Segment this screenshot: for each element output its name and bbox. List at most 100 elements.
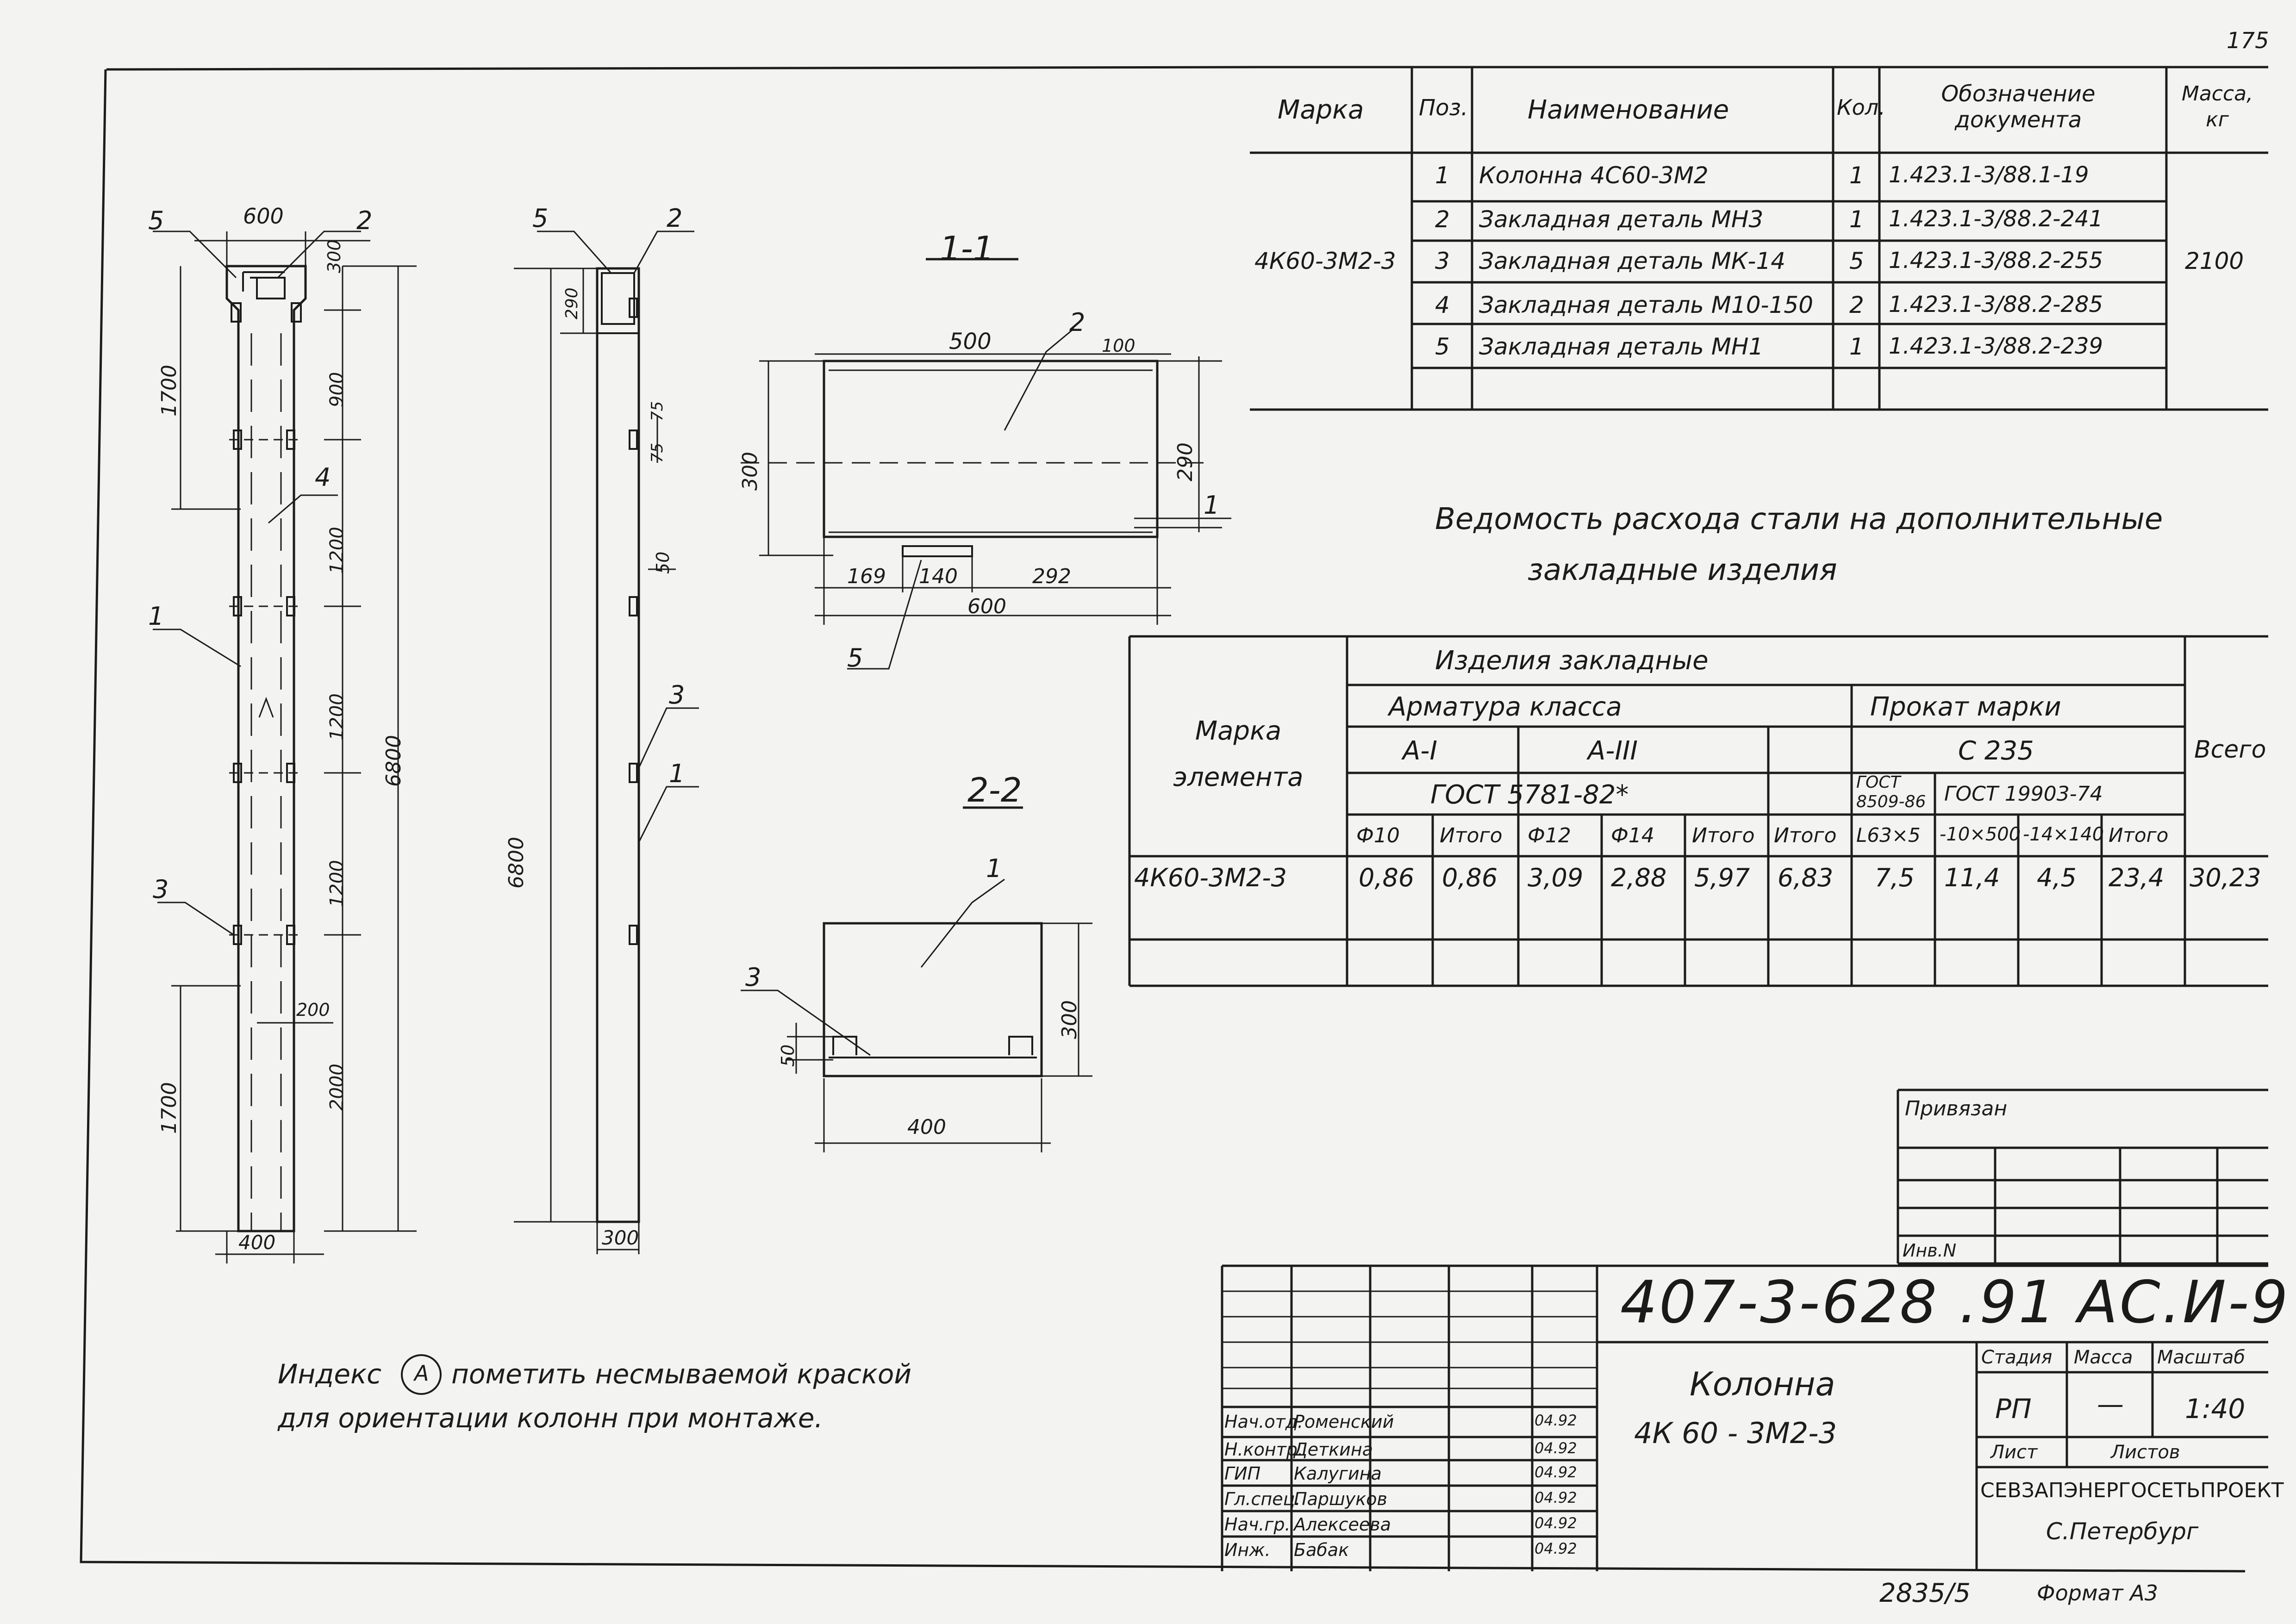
- spec-header-name: Наименование: [1528, 95, 1729, 125]
- dim-label: 400: [238, 1231, 276, 1254]
- stage-header: Стадия: [1981, 1347, 2053, 1368]
- object-name: Колонна: [1690, 1365, 1835, 1403]
- dim-label: 6800: [382, 735, 406, 787]
- side-view-column: [596, 267, 640, 1254]
- spec-header-pos: Поз.: [1419, 95, 1468, 121]
- spec-row-name: Закладная деталь М10-150: [1479, 292, 1814, 318]
- dim-label: 100: [1102, 336, 1136, 356]
- steel-table-lines: [1128, 635, 2268, 987]
- dim-label: 290: [1173, 442, 1197, 481]
- spec-row-name: Закладная деталь МК-14: [1479, 248, 1786, 274]
- dim-label: 600: [243, 204, 284, 229]
- leader-label: 3: [669, 680, 685, 709]
- spec-row-qty: 2: [1849, 292, 1864, 318]
- leader-label: 5: [847, 643, 863, 672]
- steel-row-value: 11,4: [1944, 863, 2000, 892]
- dim-label: 900: [326, 372, 348, 407]
- dim-label: 290: [562, 287, 581, 319]
- section-title: 2-2: [967, 771, 1022, 809]
- steel-row-value: 3,09: [1528, 863, 1584, 892]
- dim-label: 50: [778, 1044, 798, 1067]
- mass-value: —: [2097, 1388, 2124, 1420]
- person-date: 04.92: [1535, 1540, 1577, 1557]
- person-date: 04.92: [1535, 1514, 1577, 1532]
- spec-row-pos: 3: [1435, 248, 1450, 274]
- spec-header-doc: Обозначение документа: [1941, 81, 2096, 133]
- spec-row-name: Колонна 4С60-3М2: [1479, 162, 1709, 189]
- spec-row-name: Закладная деталь МН3: [1479, 206, 1764, 233]
- dim-label: 50: [653, 551, 673, 574]
- dim-label: 200: [296, 1000, 330, 1020]
- person-role: Нач.отд.: [1224, 1412, 1304, 1432]
- leader-label: 1: [148, 602, 164, 631]
- steel-row-value: 0,86: [1359, 863, 1415, 892]
- person-date: 04.92: [1535, 1489, 1577, 1506]
- sheet-number: 175: [2227, 28, 2269, 54]
- section-2-2-dimensions: [741, 878, 1092, 1152]
- dim-label: 75: [648, 442, 667, 463]
- spec-row-name: Закладная деталь МН1: [1479, 333, 1764, 360]
- dim-label: 1200: [326, 860, 348, 907]
- section-title: 1-1: [940, 229, 994, 268]
- steel-title-line1: Ведомость расхода стали на дополнительны…: [1435, 502, 2163, 536]
- scale-value: 1:40: [2185, 1393, 2246, 1425]
- dim-label: 300: [324, 239, 344, 273]
- leader-label: 5: [148, 206, 164, 235]
- sheets-header: Листов: [2111, 1442, 2180, 1463]
- steel-row-value: 4,5: [2037, 863, 2077, 892]
- leader-label: 3: [745, 963, 761, 992]
- copy-number: 2835/5: [1879, 1578, 1971, 1608]
- steel-row-value: 23,4: [2109, 863, 2165, 892]
- leader-label: 2: [1069, 308, 1086, 337]
- title-block-lines: [1221, 1264, 2268, 1571]
- steel-subheader: Итого: [1774, 824, 1837, 847]
- steel-row-value: 6,83: [1778, 863, 1834, 892]
- city: С.Петербург: [2046, 1518, 2199, 1545]
- note-line1-b: пометить несмываемой краской: [451, 1358, 912, 1390]
- person-date: 04.92: [1535, 1463, 1577, 1481]
- note-line1-a: Индекс: [278, 1358, 382, 1390]
- person-date: 04.92: [1535, 1439, 1577, 1457]
- leader-label: 1: [986, 854, 1002, 883]
- sheet-header: Лист: [1990, 1442, 2038, 1463]
- spec-row-pos: 2: [1435, 206, 1450, 233]
- spec-header-qty: Кол.: [1837, 95, 1885, 120]
- steel-prokat: Прокат марки: [1870, 692, 2061, 722]
- organization: СЕВЗАПЭНЕРГОСЕТЬПРОЕКТ: [1980, 1479, 2284, 1502]
- spec-row-doc: 1.423.1-3/88.2-255: [1889, 248, 2103, 274]
- person-role: Нач.гр.: [1224, 1514, 1291, 1535]
- steel-title-line2: закладные изделия: [1528, 553, 1837, 587]
- section-2-2: [823, 806, 1043, 1077]
- steel-gost-8509: ГОСТ 8509-86: [1856, 773, 1926, 811]
- drawing-code: 407-3-628 .91 АС.И-9: [1620, 1268, 2290, 1336]
- steel-subheader: Итого: [1692, 824, 1755, 847]
- dim-label: 169: [847, 565, 886, 588]
- steel-gost-arm: ГОСТ 5781-82*: [1430, 780, 1629, 810]
- spec-mass-value: 2100: [2185, 248, 2244, 274]
- dim-label: 600: [967, 595, 1006, 618]
- steel-gost-19903: ГОСТ 19903-74: [1944, 782, 2103, 806]
- spec-header-mark: Марка: [1278, 95, 1364, 125]
- leader-label: 1: [669, 759, 685, 788]
- steel-row-mark: 4К60-3М2-3: [1134, 863, 1287, 892]
- leader-label: 2: [356, 206, 373, 235]
- spec-row-pos: 1: [1435, 162, 1450, 189]
- section-1-1: [741, 258, 1204, 557]
- dim-label: 1700: [157, 1082, 181, 1134]
- steel-row-value: 0,86: [1442, 863, 1498, 892]
- dim-label: 6800: [505, 837, 528, 889]
- steel-mark-header: Марка элемента: [1173, 716, 1304, 792]
- steel-armatura: Арматура класса: [1389, 692, 1622, 722]
- index-letter: A: [414, 1361, 429, 1386]
- dim-label: 300: [1058, 1000, 1081, 1039]
- dim-label: 500: [949, 329, 992, 355]
- leader-label: 5: [532, 204, 549, 233]
- steel-subheader: Ф14: [1611, 824, 1654, 847]
- steel-row-value: 7,5: [1875, 863, 1915, 892]
- person-role: Гл.спец.: [1224, 1489, 1301, 1509]
- dim-label: 1200: [326, 527, 348, 574]
- section-1-1-dimensions: [759, 328, 1231, 670]
- spec-row-doc: 1.423.1-3/88.1-19: [1889, 162, 2089, 188]
- spec-header-mass: Масса, кг: [2181, 82, 2253, 131]
- steel-a1: А-I: [1403, 736, 1438, 766]
